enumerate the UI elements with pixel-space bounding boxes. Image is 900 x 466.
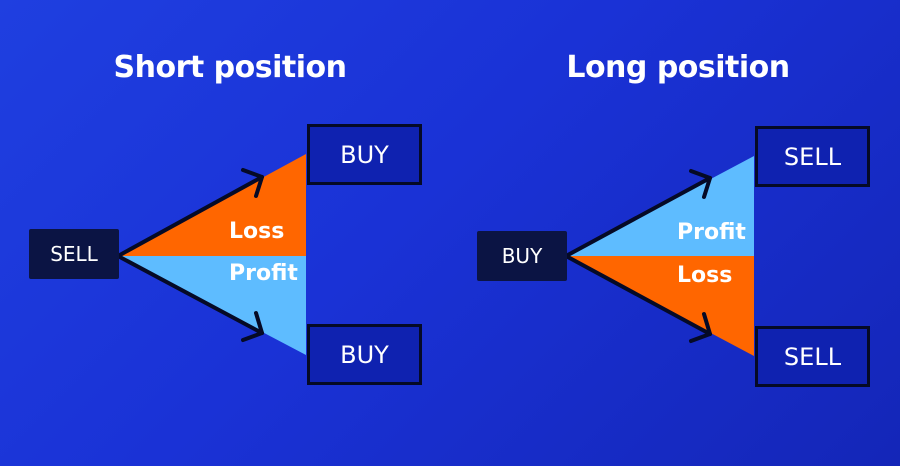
short-origin-box: SELL xyxy=(29,229,119,279)
short-loss-label: Loss xyxy=(229,219,285,244)
long-upper-arrow-line xyxy=(564,176,712,258)
long-position-title: Long position xyxy=(566,50,790,85)
long-upper-arrowhead-icon xyxy=(689,169,712,199)
long-lower-arrowhead-icon xyxy=(689,312,712,343)
long-upper-target-box: SELL xyxy=(755,126,870,187)
short-lower-arrow-line xyxy=(116,254,264,335)
short-lower-target-box: BUY xyxy=(307,324,422,385)
short-position-title: Short position xyxy=(113,50,347,85)
long-profit-label: Profit xyxy=(677,220,746,245)
long-loss-label: Loss xyxy=(677,263,733,288)
short-lower-arrowhead-icon xyxy=(241,311,264,342)
long-lower-arrow-line xyxy=(564,254,712,336)
short-upper-arrowhead-icon xyxy=(241,168,264,198)
short-profit-label: Profit xyxy=(229,261,298,286)
long-origin-box: BUY xyxy=(477,231,567,281)
short-upper-arrow-line xyxy=(116,175,264,258)
short-upper-target-box: BUY xyxy=(307,124,422,185)
long-lower-target-box: SELL xyxy=(755,326,870,387)
